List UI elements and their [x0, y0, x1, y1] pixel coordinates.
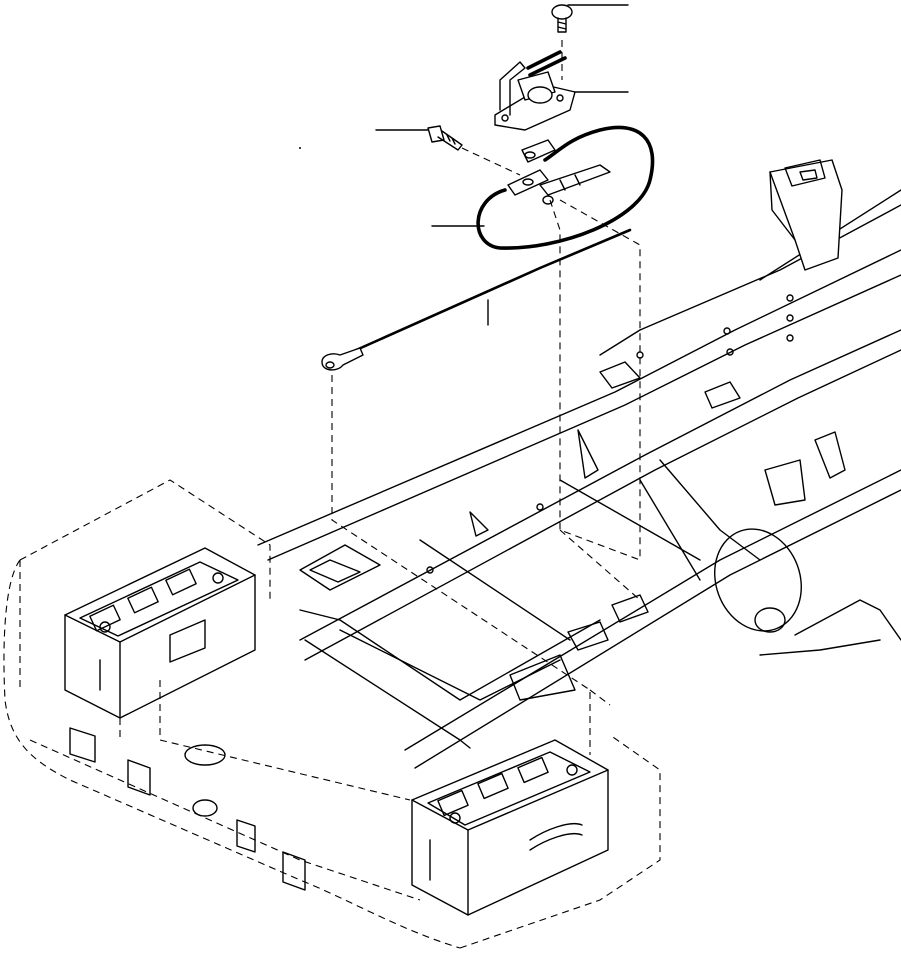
counterweight — [3, 479, 661, 949]
loop-cable-part — [476, 125, 655, 250]
callout-leaders — [375, 4, 629, 326]
chassis-frame — [257, 159, 901, 769]
bolt-part — [427, 125, 463, 151]
cable-lug-upper — [521, 139, 556, 163]
assembly-lines — [119, 40, 641, 801]
battery-left — [64, 547, 256, 719]
ground-cable-part — [321, 228, 632, 371]
screw-part — [551, 4, 573, 33]
battery-switch-part — [494, 50, 576, 131]
exploded-parts — [321, 4, 655, 371]
battery-right — [411, 739, 609, 916]
